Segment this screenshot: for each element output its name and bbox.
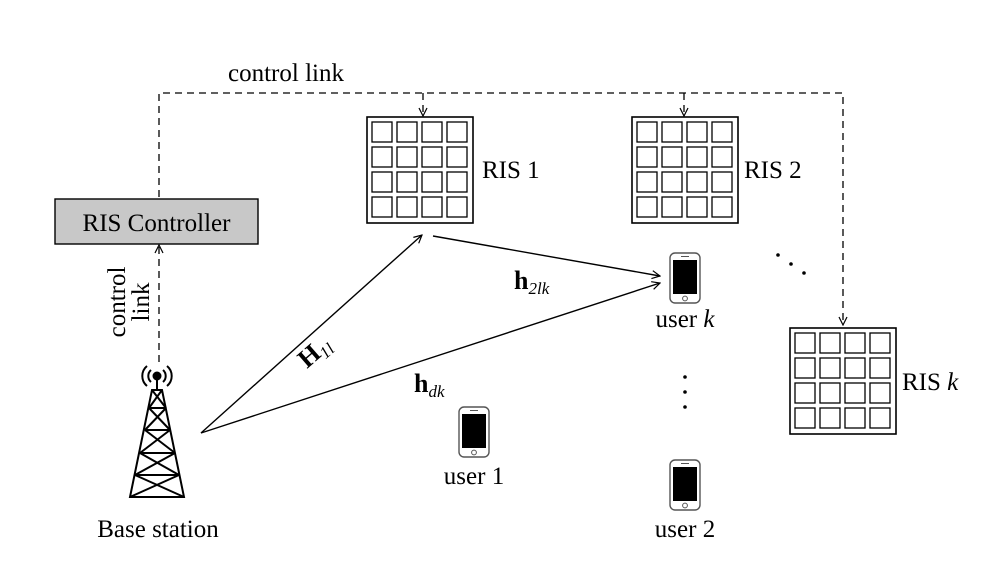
control-link-label-side: control link (104, 267, 155, 338)
user-1-label: user 1 (444, 463, 504, 490)
user-k-label: user k (655, 306, 715, 333)
channel-links (200, 235, 660, 434)
control-link-side-line2: link (128, 282, 155, 321)
ris-controller-label: RIS Controller (83, 210, 232, 237)
channel-h2lk-arrow (432, 235, 660, 276)
cell-tower-icon (128, 365, 186, 498)
control-link-label-top: control link (228, 60, 344, 87)
ris-k-panel (789, 327, 897, 435)
ellipsis-users-vertical (683, 375, 687, 409)
base-station-label: Base station (97, 516, 219, 543)
channel-hdk-label: hdk (414, 369, 445, 401)
ris-2-label: RIS 2 (744, 157, 802, 184)
ris-1-label: RIS 1 (482, 157, 540, 184)
ris-controller: RIS Controller (54, 198, 259, 245)
user-1-smartphone-icon (458, 406, 490, 458)
channel-H1l-arrow (200, 235, 422, 434)
user-2-smartphone-icon (669, 459, 701, 511)
ellipsis-ris-diagonal (776, 253, 806, 275)
ris-k-label: RIS k (902, 369, 959, 396)
ris-1-panel (366, 116, 474, 224)
user-2-label: user 2 (655, 516, 715, 543)
control-link-side-line1: control (104, 267, 131, 338)
channel-hdk-arrow (200, 283, 660, 434)
channel-h2lk-label: h2lk (514, 266, 550, 298)
user-k-smartphone-icon (669, 252, 701, 304)
control-link-network (159, 92, 843, 362)
channel-H1l-label: H1l (292, 330, 338, 376)
ris-2-panel (631, 116, 739, 224)
